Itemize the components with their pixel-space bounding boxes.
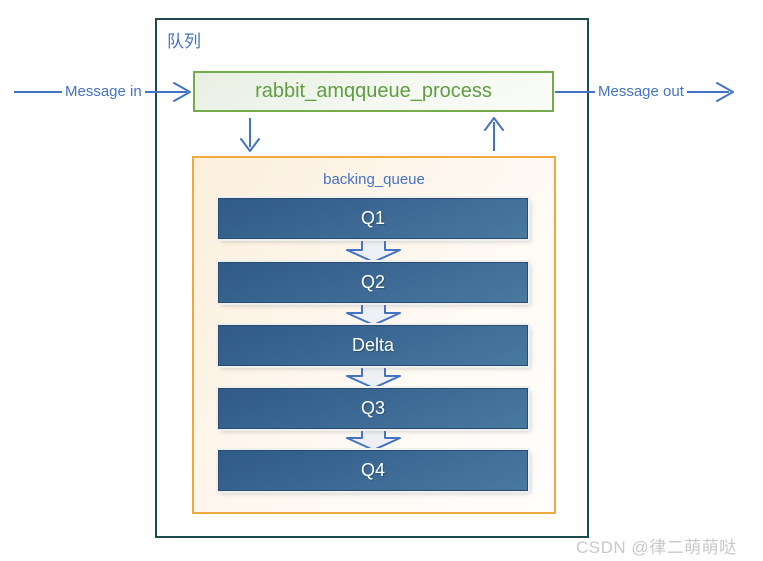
amqqueue-process-box: rabbit_amqqueue_process <box>193 71 554 112</box>
stage-transition-block-down-arrow-icon <box>346 427 401 451</box>
stage-q3-label: Q3 <box>360 398 385 418</box>
csdn-watermark: CSDN @律二萌萌哒 <box>576 538 737 557</box>
amqqueue-process-label: rabbit_amqqueue_process <box>255 80 492 102</box>
stage-delta-bar: Delta <box>218 325 528 366</box>
stage-transition-block-down-arrow-icon <box>346 302 401 326</box>
message-out-label: Message out <box>595 83 687 100</box>
stage-q3-bar: Q3 <box>218 388 528 429</box>
stage-q4-label: Q4 <box>360 460 385 480</box>
message-in-label: Message in <box>62 83 145 100</box>
stage-transition-block-down-arrow-icon <box>346 365 401 389</box>
stage-q2-label: Q2 <box>360 272 385 292</box>
backing-queue-label: backing_queue <box>323 171 425 188</box>
stage-transition-block-down-arrow-icon <box>346 239 401 263</box>
stage-q1-label: Q1 <box>360 208 385 228</box>
queue-container-box <box>155 18 589 538</box>
queue-container-label: 队列 <box>167 32 201 51</box>
stage-q2-bar: Q2 <box>218 262 528 303</box>
stage-delta-label: Delta <box>351 335 395 355</box>
stage-q4-bar: Q4 <box>218 450 528 491</box>
stage-q1-bar: Q1 <box>218 198 528 239</box>
